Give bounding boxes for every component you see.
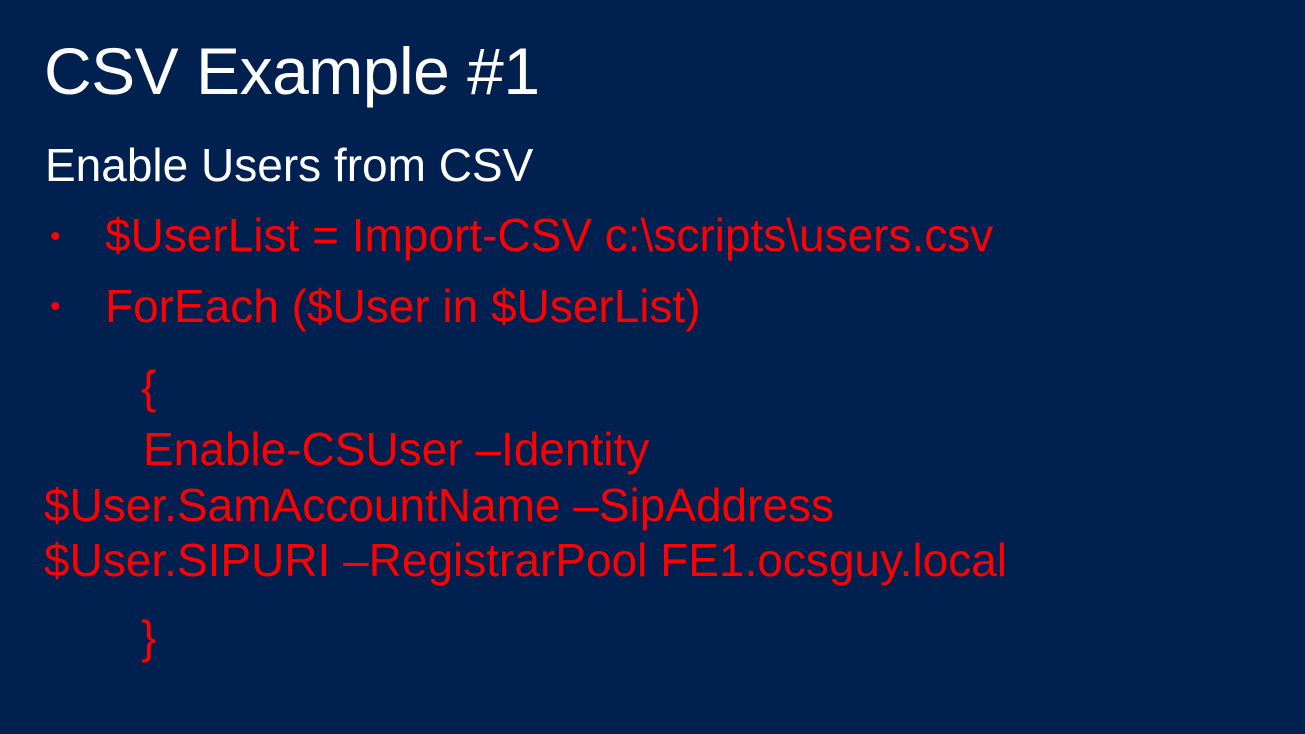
slide-title: CSV Example #1 — [44, 34, 540, 108]
code-close-brace: } — [141, 611, 157, 663]
bullet-item-foreach: ForEach ($User in $UserList) — [105, 280, 701, 332]
code-line-samaccountname: $User.SamAccountName –SipAddress — [44, 479, 835, 531]
bullet-marker: • — [50, 220, 61, 253]
code-open-brace: { — [141, 361, 157, 413]
slide-subtitle: Enable Users from CSV — [45, 139, 534, 191]
bullet-marker: • — [50, 290, 61, 323]
code-line-sipuri: $User.SIPURI –RegistrarPool FE1.ocsguy.l… — [44, 534, 1007, 586]
code-line-enable-csuser: Enable-CSUser –Identity — [143, 423, 650, 475]
bullet-item-import-csv: $UserList = Import-CSV c:\scripts\users.… — [105, 209, 994, 261]
